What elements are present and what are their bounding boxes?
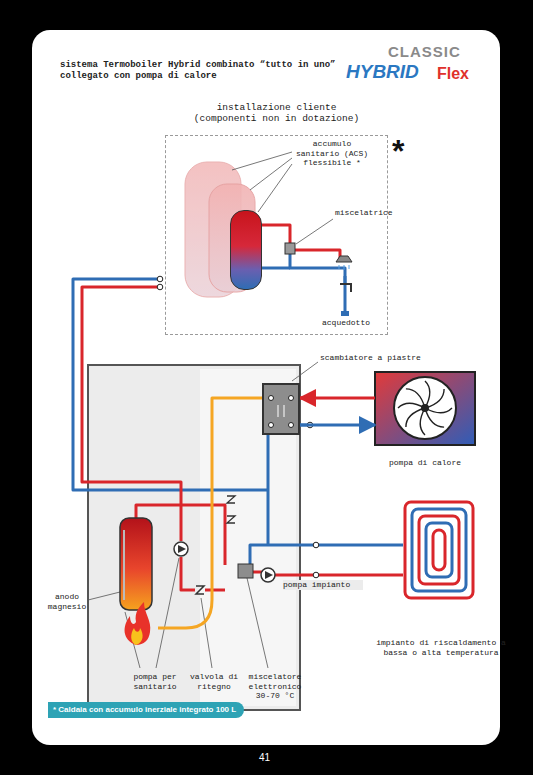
pump-symbol xyxy=(265,571,273,579)
hot-pipe xyxy=(205,589,225,592)
fan-blade xyxy=(398,403,425,408)
flame xyxy=(125,602,151,645)
pipe-fittings xyxy=(157,276,319,578)
leader-line xyxy=(250,158,292,190)
fan-guard xyxy=(394,377,456,439)
flame-core xyxy=(131,628,142,645)
leader-lines xyxy=(88,152,333,668)
fan-blades xyxy=(398,381,452,435)
node-label: accumulo sanitario (ACS) flessibile * xyxy=(289,139,375,168)
fan-blade xyxy=(425,408,444,427)
magnesium-anode xyxy=(123,530,125,600)
flow-mark xyxy=(278,405,284,417)
port xyxy=(269,396,274,401)
asterisk: * xyxy=(392,132,404,170)
part-name: anodo magnesio xyxy=(44,592,90,611)
shower-head xyxy=(336,256,352,262)
flow-pipe xyxy=(275,574,403,577)
pipe-connector xyxy=(300,424,375,427)
coil-loop xyxy=(419,516,459,584)
page-title: sistema Termoboiler Hybrid combinato “tu… xyxy=(60,60,345,82)
part-name: pompa impianto xyxy=(283,580,363,590)
port xyxy=(289,396,294,401)
leader-line xyxy=(292,362,318,381)
leader-line xyxy=(88,592,120,600)
port xyxy=(269,423,274,428)
fan-blade xyxy=(406,408,425,427)
leader-line xyxy=(258,164,292,212)
logo-text: CLASSIC xyxy=(388,43,461,61)
page-number: 41 xyxy=(259,752,270,764)
mains-inlet xyxy=(341,311,349,316)
logo-text: HYBRID xyxy=(346,61,419,84)
heating-pump xyxy=(261,568,275,582)
fitting xyxy=(157,276,163,282)
dhw-tank: accumulo sanitario (ACS) flessibile * xyxy=(230,210,262,290)
dhw-pump xyxy=(174,542,188,556)
fitting xyxy=(157,284,163,290)
node-label: pompa di calore xyxy=(375,458,475,468)
logo-text: Flex xyxy=(437,64,469,83)
part-name: miscelatore elettronico 30-70 °C xyxy=(240,672,310,701)
fan-hub xyxy=(421,404,429,412)
heat-pump-body xyxy=(375,372,475,445)
plate-exchanger: scambiatore a piastre xyxy=(262,383,300,435)
node-label: impianto di riscaldamento a bassa o alta… xyxy=(376,638,506,657)
fan-blade xyxy=(425,381,430,408)
cold-water-pipe xyxy=(262,267,290,270)
boiler-tank xyxy=(120,518,152,610)
hot-pipe xyxy=(82,287,181,541)
tap xyxy=(340,284,351,292)
primary-pipe xyxy=(158,398,262,628)
footnote: * Caldaia con accumulo inerziale integra… xyxy=(48,702,244,718)
check-valve xyxy=(227,496,235,503)
pipe-connector xyxy=(300,397,375,400)
return-pipe xyxy=(232,489,268,492)
port xyxy=(289,423,294,428)
fan-blade xyxy=(406,389,425,408)
installation-region: accumulo sanitario (ACS) flessibile * ins… xyxy=(165,100,388,335)
cold-water-pipe xyxy=(290,254,345,315)
return-pipe xyxy=(250,545,403,565)
dhw-pipe xyxy=(294,250,340,262)
region-heading: installazione cliente (componenti non in… xyxy=(189,102,364,125)
floor-coil xyxy=(405,502,473,598)
part-name: valvola di ritegno xyxy=(186,672,242,691)
check-valve xyxy=(196,586,204,594)
check-valve xyxy=(227,516,235,523)
electronic-mixer xyxy=(238,564,253,578)
heat-pump: pompa di calore xyxy=(375,372,475,445)
hot-pipe xyxy=(181,557,195,590)
cold-pipe xyxy=(73,279,232,490)
fan-blade xyxy=(425,408,452,413)
fitting xyxy=(313,572,319,578)
fitting xyxy=(313,542,319,548)
part-name: acquedotto xyxy=(322,318,370,328)
leader-line xyxy=(232,152,292,170)
boiler-housing xyxy=(88,365,300,710)
coil-loop xyxy=(412,509,466,591)
exchanger-ports xyxy=(264,385,298,433)
coil-loop xyxy=(433,530,445,570)
leader-line xyxy=(296,219,333,244)
part-name: miscelatrice xyxy=(335,208,393,218)
dhw-pipe xyxy=(262,225,290,243)
fan-blade xyxy=(420,408,425,435)
coil-loop xyxy=(426,523,452,577)
heating-system: impianto di riscaldamento a bassa o alta… xyxy=(403,500,475,600)
coil-loop xyxy=(405,502,473,598)
leader-line xyxy=(247,578,268,668)
pump-symbol xyxy=(178,545,186,553)
fan-blade xyxy=(425,389,444,408)
node-label: scambiatore a piastre xyxy=(320,353,421,363)
page-panel xyxy=(32,30,500,745)
mixing-valve xyxy=(285,243,295,254)
cold-water-pipe xyxy=(344,276,347,284)
leader-line xyxy=(156,558,179,668)
shower-water xyxy=(339,265,349,270)
part-name: pompa per sanitario xyxy=(128,672,182,691)
